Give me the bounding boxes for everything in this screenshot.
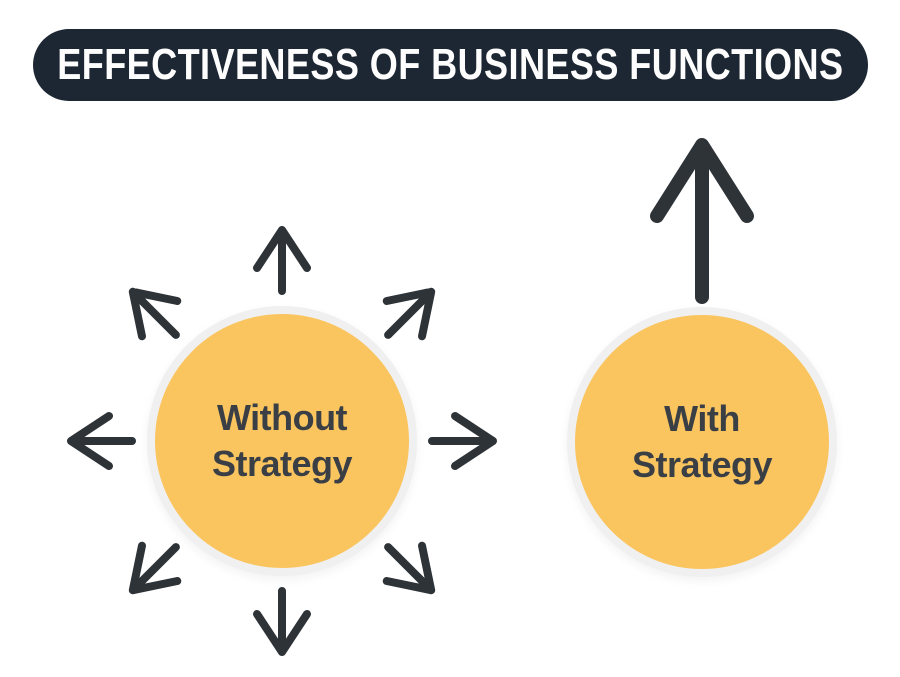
- without-strategy-node: Without Strategy: [147, 306, 417, 576]
- radial-arrow-nw: [128, 287, 182, 341]
- radial-arrow-w: [67, 412, 136, 470]
- without-strategy-label-line1: Without: [216, 397, 348, 438]
- radial-arrow-n: [253, 226, 311, 295]
- radial-arrow-s: [253, 587, 311, 656]
- radial-arrow-e: [428, 412, 497, 470]
- title-banner: EFFECTIVENESS OF BUSINESS FUNCTIONS: [33, 29, 868, 101]
- without-strategy-label-line2: Strategy: [211, 443, 353, 484]
- radial-arrow-ne: [382, 287, 436, 341]
- without-strategy-label: Without Strategy: [211, 395, 353, 487]
- page-title: EFFECTIVENESS OF BUSINESS FUNCTIONS: [57, 40, 844, 89]
- big-up-arrow: [650, 138, 754, 304]
- radial-arrow-se: [382, 541, 436, 595]
- with-strategy-label-line2: Strategy: [631, 444, 773, 485]
- with-strategy-node: With Strategy: [567, 307, 837, 577]
- with-strategy-label: With Strategy: [631, 396, 773, 488]
- with-strategy-label-line1: With: [664, 398, 740, 439]
- big-up-arrow-group: [650, 138, 754, 304]
- radial-arrow-sw: [128, 541, 182, 595]
